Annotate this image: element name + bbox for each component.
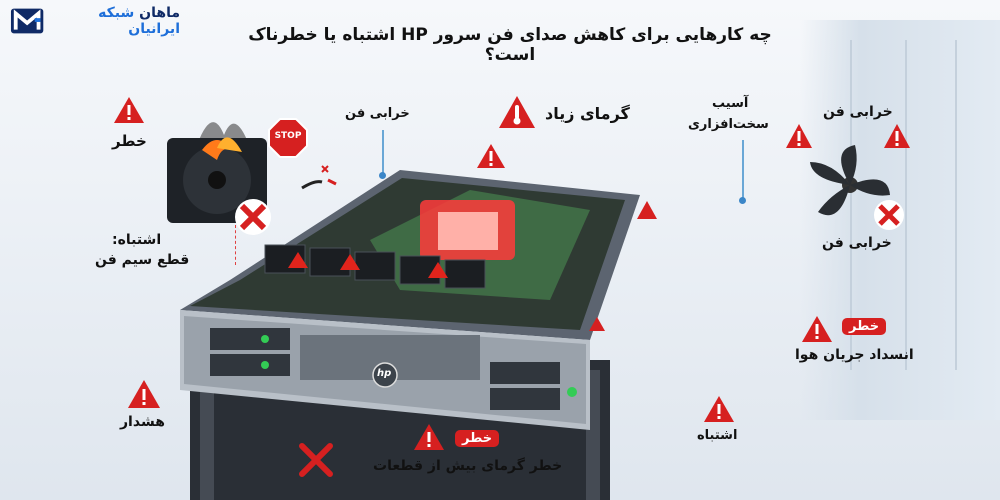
- cross-icon: [874, 200, 904, 230]
- label-warning: هشدار: [120, 414, 165, 430]
- danger-badge: خطر: [842, 318, 887, 335]
- brand-name-1: ماهان: [139, 5, 180, 21]
- brand-m-icon: [10, 8, 44, 34]
- page-title: چه کارهایی برای کاهش صدای فن سرور HP اشت…: [248, 25, 772, 65]
- warning-triangle-icon: [499, 96, 535, 128]
- label-fan-failure-right-bottom: خرابی فن: [822, 235, 892, 251]
- broken-wire-icon: [301, 165, 337, 190]
- label-overheat-parts: خطر گرمای بیش از قطعات: [373, 458, 563, 474]
- warning-triangle-icon: [589, 317, 605, 331]
- callout-line: [382, 130, 384, 175]
- label-fan-failure-center: خرابی فن: [345, 106, 410, 121]
- warning-triangle-icon: [704, 396, 734, 422]
- label-mistake-bottom-right: اشتباه: [697, 428, 738, 443]
- cross-icon: [299, 443, 333, 477]
- warning-triangle-icon: [786, 124, 812, 148]
- label-mistake-cut-line1: اشتباه:: [112, 232, 162, 248]
- label-high-heat: گرمای زیاد: [545, 104, 630, 123]
- rack-divider: [955, 40, 957, 370]
- hp-server-illustration: [180, 170, 640, 500]
- danger-badge: خطر: [455, 430, 500, 447]
- warning-triangle-icon: [884, 124, 910, 148]
- label-airflow-block: انسداد جریان هوا: [795, 347, 914, 363]
- warning-triangle-icon: [128, 380, 160, 408]
- warning-triangle-icon: [477, 144, 505, 168]
- burning-fan-icon: [167, 122, 267, 223]
- stop-sign-icon: STOP: [268, 118, 308, 158]
- cross-icon: [235, 199, 271, 235]
- warning-triangle-icon: [414, 424, 444, 450]
- broken-fan-icon: [810, 145, 890, 216]
- label-fan-failure-right-top: خرابی فن: [823, 104, 893, 120]
- label-danger-top-left: خطر: [112, 132, 147, 150]
- callout-line: [742, 140, 744, 200]
- rack-divider: [905, 40, 907, 370]
- hp-logo-text: hp: [377, 368, 392, 379]
- warning-triangle-icon: [802, 316, 832, 342]
- callout-dot: [739, 197, 746, 204]
- brand-logo[interactable]: ماهان شبکه ایرانیان: [10, 4, 180, 38]
- warning-triangle-icon: [637, 201, 657, 219]
- warning-triangle-icon: [114, 97, 144, 123]
- label-mistake-cut-line2: قطع سیم فن: [95, 252, 190, 268]
- brand-name-2: شبکه ایرانیان: [98, 5, 180, 37]
- label-hardware-damage-line2: سخت‌افزاری: [688, 117, 769, 132]
- callout-dashed-line: [235, 225, 236, 265]
- label-hardware-damage-line1: آسیب: [712, 96, 749, 111]
- callout-dot: [379, 172, 386, 179]
- rack-divider: [850, 40, 852, 370]
